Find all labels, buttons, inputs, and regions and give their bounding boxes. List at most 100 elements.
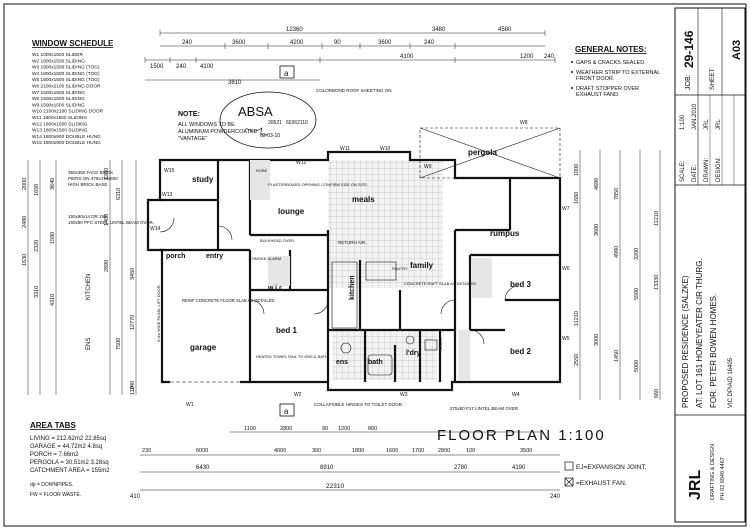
svg-text:KITCHEN: KITCHEN: [86, 274, 92, 300]
dim-top: 4100: [200, 64, 214, 70]
dim-top-total: 12360: [286, 27, 303, 33]
window-tag: W13: [162, 192, 173, 198]
note-title: NOTE:: [178, 111, 200, 118]
schedule-row: W3 1800x1500 SLIDING (TOG): [32, 65, 100, 71]
room-lounge: lounge: [278, 207, 305, 216]
section-marker-top: a: [279, 65, 295, 79]
dim-top: 3810: [228, 80, 242, 86]
general-note-item: EXHAUST FAND.: [576, 92, 620, 98]
dim-right: 5000: [634, 360, 640, 372]
general-notes-title: GENERAL NOTES:: [575, 45, 646, 54]
tiled-area: [328, 160, 443, 288]
dim-bottom: 1600: [386, 448, 398, 454]
tb-sheet: A03: [731, 40, 743, 60]
dim-top: 90: [334, 40, 341, 46]
schedule-row: W15 1800x900 DOUBLE HUNG: [32, 140, 101, 146]
note-pantry: PANTRY: [392, 266, 408, 271]
exhaust-fan-icon: [564, 477, 574, 487]
svg-text:HIGH BRICK BASE.: HIGH BRICK BASE.: [68, 182, 109, 187]
dim-bottom: 6000: [196, 448, 208, 454]
room-laundry: l'dry: [406, 350, 421, 357]
area-tabs-title: AREA TABS: [30, 421, 76, 430]
window-tag: W7: [562, 206, 570, 212]
tb-project: PROPOSED RESIDENCE (SALZKE): [681, 275, 690, 408]
dim-bottom: 3500: [520, 448, 532, 454]
window-tag: W11: [340, 146, 350, 152]
left-side-notes: 350x350 FACE BRICK PIERS ON 470x470x600 …: [68, 170, 154, 350]
dim-right: 3000: [594, 334, 600, 346]
dim-bottom: 230: [142, 448, 151, 454]
schedule-row: W14 1800x900 DOUBLE HUNG: [32, 134, 101, 140]
dim-left: 2890: [104, 260, 110, 272]
room-rumpus: rumpus: [490, 229, 520, 238]
dim-left: 1650: [34, 184, 40, 196]
dim-left: 1630: [22, 254, 28, 266]
dim-bottom: 300: [312, 448, 321, 454]
dim-right: 13330: [654, 275, 660, 290]
dim-left: 1260: [104, 168, 110, 180]
tb-address: AT: LOT 161 HONEYEATER CIR THURG.: [695, 258, 704, 408]
area-line: LIVING = 212.62m2 22.85sq: [30, 436, 106, 442]
window-tag: W9: [424, 164, 432, 170]
dim-left: 2480: [22, 216, 28, 228]
room-kitchen: kitchen: [349, 275, 356, 300]
dim-left: 6310: [116, 188, 122, 200]
svg-text:a: a: [284, 69, 289, 78]
room-family: family: [410, 261, 434, 270]
dim-top: 3480: [432, 27, 446, 33]
dim-top: 240: [176, 64, 187, 70]
dim-top: 1500: [150, 64, 164, 70]
general-note-item: WEATHER STRIP TO EXTERNAL: [576, 70, 660, 76]
dim-right: 11210: [574, 311, 580, 326]
dim-bottom-edge: 410: [130, 494, 141, 500]
dim-top: 4100: [400, 54, 414, 60]
dim-right: 2550: [574, 354, 580, 366]
schedule-row: W2 1800x1500 SLIDING: [32, 58, 85, 64]
area-line: CATCHMENT AREA = 155m2: [30, 468, 110, 474]
dim-top: 3600: [232, 40, 246, 46]
dim-left: 110: [130, 386, 136, 395]
sheet-border: [3, 3, 747, 527]
tb-scale: 1:100: [680, 114, 686, 130]
dim-bottom-total: 22310: [326, 483, 344, 490]
dim-left: 2000: [22, 178, 28, 190]
dim-left: 1580: [50, 232, 56, 244]
note-plasterboard: PLASTERBOARD OPENING CONFIRM SIZE ON SIT…: [268, 182, 368, 187]
stamp-ref: 20621: [268, 120, 282, 126]
legend: EJ=EXPANSION JOINT. =EXHAUST FAN.: [564, 461, 647, 487]
tb-design: JRL: [716, 119, 722, 130]
note-panel-door: 5.0m WIDE PANEL LIFT DOOR.: [156, 284, 161, 342]
tb-sheet-label: SHEET:: [709, 67, 716, 90]
dim-left: 3310: [34, 286, 40, 298]
pfc-note: 150x90 PFC STEEL LINTEL BEAM OVER.: [68, 220, 154, 225]
room-study: study: [192, 175, 214, 184]
dim-bottom: 1200: [338, 426, 350, 432]
dim-right: 3200: [634, 248, 640, 260]
note-bulkhead: BULKHEAD OVER.: [260, 238, 295, 243]
tb-job-label: JOB:: [685, 74, 692, 90]
note-concrete-slab: CONCRETE RAFT SLAB AS DETAILED.: [404, 281, 477, 286]
window-tag: W10: [380, 146, 391, 152]
dim-left: 4310: [50, 294, 56, 306]
area-dp: dp = DOWNPIPES.: [30, 482, 73, 488]
absa-stamp: ABSA 20621 60362110 03-03-10: [219, 91, 317, 149]
area-line: PORCH = 7.66m2: [30, 452, 79, 458]
svg-text:150x90x14 DR 150: 150x90x14 DR 150: [68, 214, 107, 219]
window-tag: W2: [294, 392, 302, 398]
dim-left: 240: [130, 381, 136, 390]
general-note-item: GAPS & CRACKS SEALED.: [576, 60, 646, 66]
dim-top: 240: [424, 40, 435, 46]
note-line: ALL WINDOWS TO BE: [178, 122, 235, 128]
plan-title: FLOOR PLAN 1:100: [437, 427, 606, 444]
schedule-row: W5 1800x1500 SLIDING (TOG): [32, 77, 100, 83]
dim-bottom: 6430: [196, 465, 210, 471]
room-bed1: bed 1: [276, 326, 297, 335]
room-pergola: pergola: [468, 148, 497, 157]
tb-firm-logo: JRL: [687, 470, 704, 500]
tb-date-label: DATE:: [692, 164, 698, 182]
note-robe: ROBE: [256, 168, 268, 173]
dim-left: 3450: [130, 268, 136, 280]
tb-job: 29-146: [682, 30, 696, 68]
dim-bottom: 1800: [352, 448, 364, 454]
